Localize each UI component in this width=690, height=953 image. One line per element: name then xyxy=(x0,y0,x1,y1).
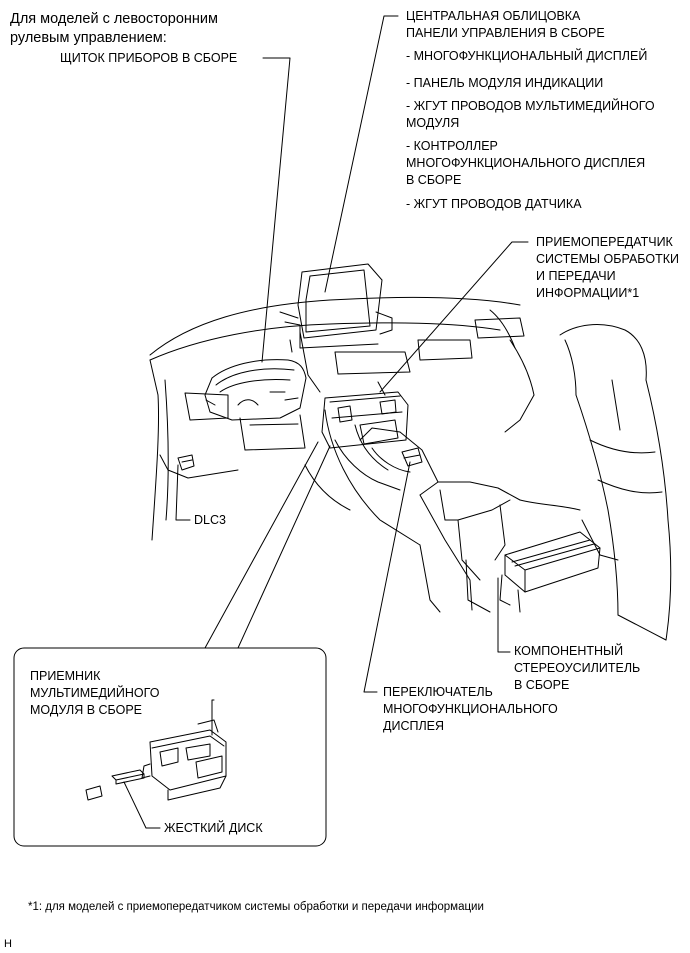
label-amplifier: КОМПОНЕНТНЫЙ СТЕРЕОУСИЛИТЕЛЬ В СБОРЕ xyxy=(514,644,641,692)
label-sensor-harness: - ЖГУТ ПРОВОДОВ ДАТЧИКА xyxy=(406,197,582,211)
stereo-amplifier xyxy=(499,531,601,613)
header-line-1: Для моделей с левосторонним xyxy=(10,11,218,27)
label-display-switch: ПЕРЕКЛЮЧАТЕЛЬ МНОГОФУНКЦИОНАЛЬНОГО ДИСПЛ… xyxy=(383,685,558,733)
display-switch-part xyxy=(401,447,423,467)
label-combination-meter: ЩИТОК ПРИБОРОВ В СБОРЕ xyxy=(60,51,238,65)
inset-receiver-drawing xyxy=(141,719,227,801)
center-console-outline xyxy=(324,409,521,613)
dlc3-connector xyxy=(177,454,195,471)
dashboard-outline xyxy=(149,296,535,541)
label-indicator-panel: - ПАНЕЛЬ МОДУЛЯ ИНДИКАЦИИ xyxy=(406,76,604,90)
footnote: *1: для моделей с приемопередатчиком сис… xyxy=(28,901,484,913)
label-receiver: ПРИЕМНИК МУЛЬТИМЕДИЙНОГО МОДУЛЯ В СБОРЕ xyxy=(30,669,160,717)
corner-code: H xyxy=(4,938,12,950)
label-center-panel: ЦЕНТРАЛЬНАЯ ОБЛИЦОВКА ПАНЕЛИ УПРАВЛЕНИЯ … xyxy=(406,9,605,40)
label-transceiver: ПРИЕМОПЕРЕДАТЧИК СИСТЕМЫ ОБРАБОТКИ И ПЕР… xyxy=(536,235,679,300)
label-hdd: ЖЕСТКИЙ ДИСК xyxy=(164,821,263,835)
inset-small-part xyxy=(85,785,103,801)
inset-hdd-drawing xyxy=(111,769,145,785)
label-multi-display: - МНОГОФУНКЦИОНАЛЬНЫЙ ДИСПЛЕЙ xyxy=(406,49,648,63)
combination-meter xyxy=(204,359,307,421)
label-display-controller: - КОНТРОЛЛЕР МНОГОФУНКЦИОНАЛЬНОГО ДИСПЛЕ… xyxy=(406,139,646,187)
radio-receiver-dash xyxy=(321,381,409,449)
label-media-harness: - ЖГУТ ПРОВОДОВ МУЛЬТИМЕДИЙНОГО МОДУЛЯ xyxy=(406,99,655,130)
multifunction-display xyxy=(279,263,393,353)
header-line-2: рулевым управлением: xyxy=(10,30,167,46)
seat-outline xyxy=(519,324,672,641)
label-dlc3: DLC3 xyxy=(194,513,226,527)
inset-box xyxy=(13,647,327,847)
